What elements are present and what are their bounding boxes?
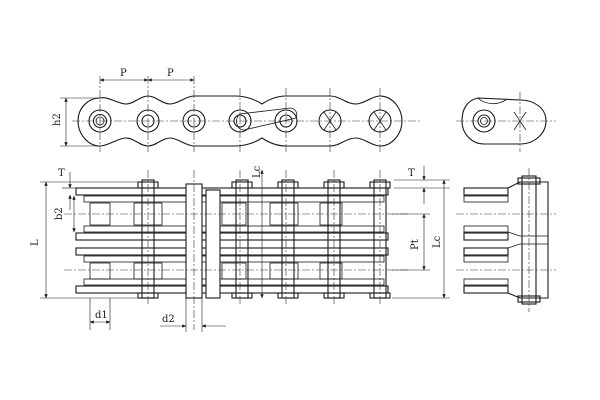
pitch-label-right: P bbox=[167, 68, 174, 79]
d2-label: d2 bbox=[162, 314, 175, 325]
front-view bbox=[40, 166, 450, 332]
end-view-top bbox=[456, 92, 556, 152]
pt-label: Pt bbox=[410, 239, 421, 250]
thickness-label-left: T bbox=[58, 168, 65, 179]
height-h2-label: h2 bbox=[52, 113, 63, 126]
top-view bbox=[60, 76, 420, 152]
lc-center-label: Lc bbox=[252, 165, 263, 178]
side-view bbox=[456, 168, 556, 312]
pitch-label-left: P bbox=[120, 68, 127, 79]
length-l-label: L bbox=[30, 239, 41, 246]
b2-label: b2 bbox=[54, 207, 65, 220]
thickness-label-right: T bbox=[408, 168, 415, 179]
d1-label: d1 bbox=[95, 310, 108, 321]
lc-right-label: Lc bbox=[432, 235, 443, 248]
